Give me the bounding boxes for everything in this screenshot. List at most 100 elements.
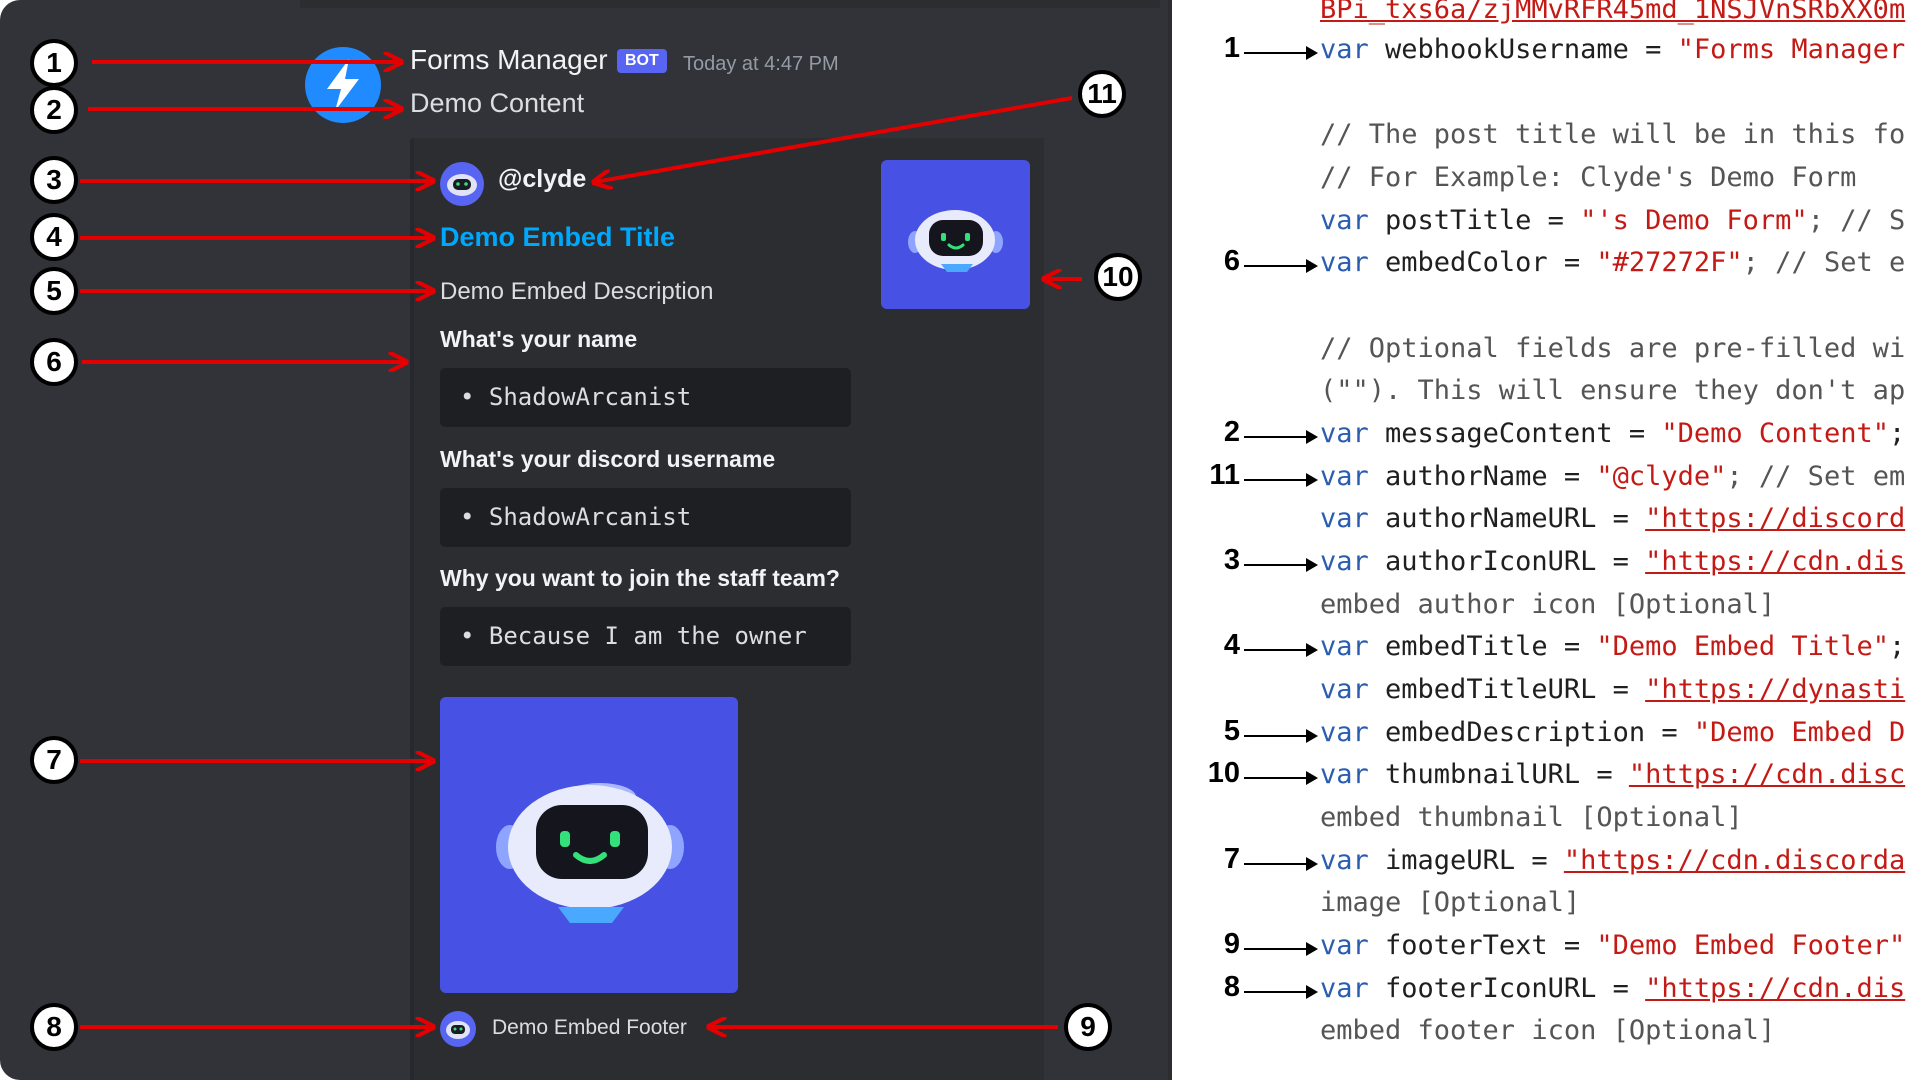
embed-footer-icon	[440, 1011, 476, 1047]
code-string: "https://cdn.dis	[1645, 973, 1906, 1004]
code-ref-arrow	[1244, 942, 1318, 956]
code-ref-number: 1	[1223, 32, 1240, 64]
code-line: var postTitle = "'s Demo Form"; // S	[1320, 205, 1905, 236]
code-string: "https://discord	[1645, 503, 1906, 534]
code-ref-number: 5	[1223, 715, 1240, 747]
code-ref-arrow	[1244, 643, 1318, 657]
code-keyword: var	[1320, 717, 1369, 748]
code-comment: ; // S	[1807, 205, 1906, 236]
code-comment: ; // Set e	[1742, 247, 1906, 278]
embed-image[interactable]	[440, 697, 738, 993]
code-keyword: var	[1320, 631, 1369, 662]
embed-title[interactable]: Demo Embed Title	[440, 222, 676, 252]
code-ref-number: 8	[1223, 971, 1240, 1003]
discord-message-preview: Forms Manager BOT Today at 4:47 PM Demo …	[0, 0, 1168, 1080]
code-text: authorIconURL =	[1368, 546, 1646, 577]
code-text: ;	[1888, 418, 1906, 449]
message-content: Demo Content	[410, 88, 585, 118]
code-keyword: var	[1320, 503, 1369, 534]
code-string: "https://dynasti	[1645, 674, 1906, 705]
code-line: var imageURL = "https://cdn.discorda	[1320, 845, 1905, 876]
code-ref-number: 4	[1223, 629, 1240, 661]
bot-avatar[interactable]	[305, 47, 381, 123]
code-ref-arrow	[1244, 857, 1318, 871]
code-line: var embedDescription = "Demo Embed D	[1320, 717, 1905, 748]
marker-8: 8	[30, 1003, 78, 1051]
code-line: var authorIconURL = "https://cdn.dis	[1320, 546, 1905, 577]
code-line: embed footer icon [Optional]	[1320, 1015, 1775, 1046]
code-string: "https://cdn.dis	[1645, 546, 1906, 577]
code-text: embedColor =	[1368, 247, 1597, 278]
code-ref-arrow	[1244, 985, 1318, 999]
code-text: ;	[1888, 631, 1906, 662]
code-line: var embedTitleURL = "https://dynasti	[1320, 674, 1905, 705]
robot-mascot-icon	[496, 783, 684, 923]
code-ref-number: 10	[1207, 757, 1240, 789]
embed-field-name: What's your name	[440, 326, 638, 352]
code-string: "#27272F"	[1596, 247, 1743, 278]
code-line: (""). This will ensure they don't ap	[1320, 375, 1905, 406]
code-ref-number: 7	[1223, 843, 1240, 875]
code-line: var embedColor = "#27272F"; // Set e	[1320, 247, 1905, 278]
clyde-robot-icon	[446, 1021, 470, 1039]
panel-divider	[1168, 0, 1172, 1080]
code-string: "Forms Manager	[1677, 34, 1906, 65]
clyde-robot-icon	[447, 174, 477, 196]
code-string: "Demo Embed D	[1693, 717, 1906, 748]
code-comment: embed author icon [Optional]	[1320, 589, 1776, 620]
marker-10: 10	[1094, 253, 1142, 301]
embed-field-value: • ShadowArcanist	[460, 503, 692, 531]
code-line: var footerIconURL = "https://cdn.dis	[1320, 973, 1905, 1004]
marker-11: 11	[1078, 70, 1126, 118]
embed-field-value: • ShadowArcanist	[460, 383, 692, 411]
code-comment: (""). This will ensure they don't ap	[1320, 375, 1906, 406]
code-string: "https://cdn.discorda	[1563, 845, 1906, 876]
code-ref-number: 3	[1223, 544, 1240, 576]
code-string: "@clyde"	[1596, 461, 1727, 492]
code-line: var webhookUsername = "Forms Manager	[1320, 34, 1905, 65]
code-comment: image [Optional]	[1320, 887, 1581, 918]
code-string: "Demo Embed Title"	[1596, 631, 1889, 662]
embed-field-value-box: • ShadowArcanist	[440, 368, 851, 427]
code-line: // Optional fields are pre-filled wi	[1320, 333, 1905, 364]
code-ref-number: 9	[1223, 928, 1240, 960]
embed-author-icon	[440, 162, 484, 206]
embed-thumbnail[interactable]	[881, 160, 1030, 309]
message-timestamp: Today at 4:47 PM	[683, 53, 839, 75]
code-ref-number: 2	[1223, 416, 1240, 448]
marker-6: 6	[30, 338, 78, 386]
code-keyword: var	[1320, 418, 1369, 449]
code-keyword: var	[1320, 759, 1369, 790]
code-text: footerIconURL =	[1368, 973, 1646, 1004]
code-keyword: var	[1320, 845, 1369, 876]
code-string: "Demo Content"	[1661, 418, 1889, 449]
bot-username[interactable]: Forms Manager	[410, 44, 608, 75]
code-text: authorName =	[1368, 461, 1597, 492]
code-keyword: var	[1320, 461, 1369, 492]
code-ref-arrow	[1244, 473, 1318, 487]
code-keyword: var	[1320, 247, 1369, 278]
code-text: imageURL =	[1368, 845, 1564, 876]
bot-tag-badge: BOT	[617, 49, 667, 73]
marker-4: 4	[30, 213, 78, 261]
embed-field-name: Why you want to join the staff team?	[440, 565, 840, 591]
code-comment: embed thumbnail [Optional]	[1320, 802, 1743, 833]
code-line: embed author icon [Optional]	[1320, 589, 1775, 620]
code-ref-arrow	[1244, 558, 1318, 572]
code-line: var embedTitle = "Demo Embed Title";	[1320, 631, 1905, 662]
embed-author-name[interactable]: @clyde	[498, 165, 587, 193]
code-line: var footerText = "Demo Embed Footer"	[1320, 930, 1905, 961]
code-text: messageContent =	[1368, 418, 1662, 449]
code-string: "Demo Embed Footer"	[1596, 930, 1906, 961]
code-line: var messageContent = "Demo Content";	[1320, 418, 1905, 449]
embed-field-name: What's your discord username	[440, 446, 776, 472]
code-listing: BPi_txs6a/zjMMvRFR45md_1NSJVnSRbXX0m var…	[1172, 0, 1920, 1080]
code-line: // For Example: Clyde's Demo Form	[1320, 162, 1856, 193]
robot-mascot-icon	[908, 210, 1003, 272]
code-string: "'s Demo Form"	[1580, 205, 1808, 236]
marker-9: 9	[1064, 1003, 1112, 1051]
code-text: embedTitleURL =	[1368, 674, 1646, 705]
code-keyword: var	[1320, 674, 1369, 705]
code-ref-arrow	[1244, 771, 1318, 785]
